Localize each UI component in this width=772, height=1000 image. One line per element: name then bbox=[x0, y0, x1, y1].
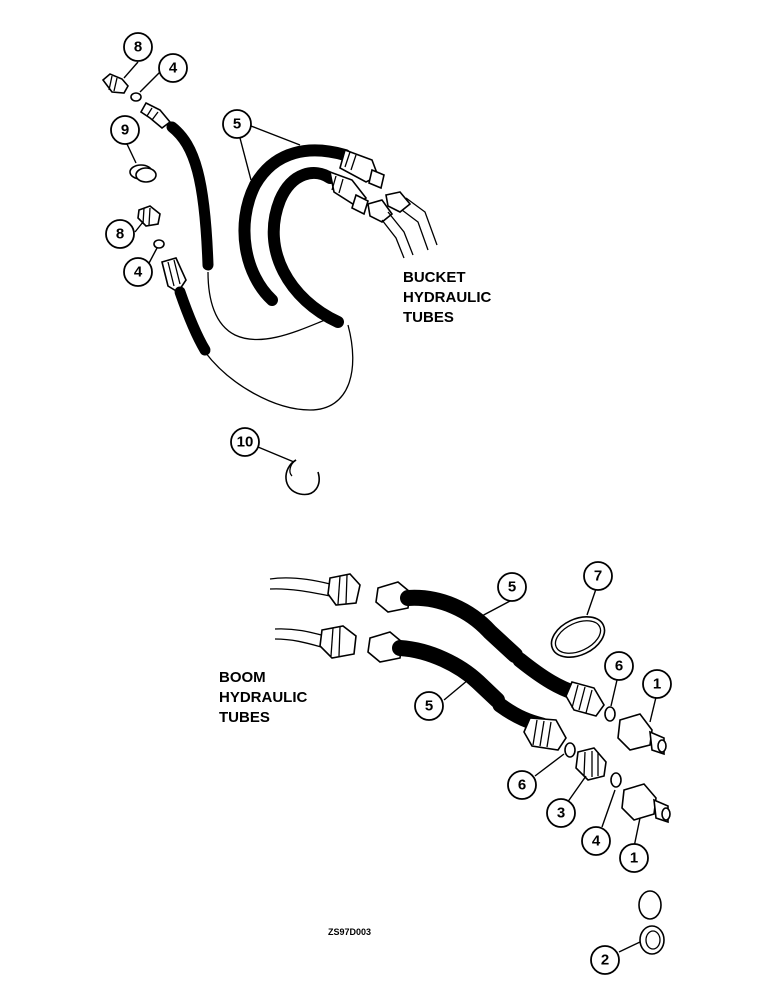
svg-text:HYDRAULIC: HYDRAULIC bbox=[219, 689, 307, 706]
callout-6-upper: 6 bbox=[604, 651, 634, 681]
boom-hose-upper bbox=[375, 581, 605, 717]
callout-7: 7 bbox=[583, 561, 613, 591]
callout-3: 3 bbox=[546, 798, 576, 828]
hose-lower-left bbox=[161, 257, 354, 411]
svg-text:TUBES: TUBES bbox=[219, 709, 270, 726]
drawing-code: ZS97D003 bbox=[328, 927, 371, 937]
hose-bucket-inner bbox=[267, 167, 369, 328]
o-ring-6-upper bbox=[604, 706, 616, 722]
svg-text:9: 9 bbox=[121, 122, 129, 139]
callout-6-lower: 6 bbox=[507, 770, 537, 800]
svg-text:BOOM: BOOM bbox=[219, 669, 266, 686]
svg-text:5: 5 bbox=[508, 579, 516, 596]
svg-text:4: 4 bbox=[592, 833, 601, 850]
bucket-hydraulic-tubes-label: BUCKET HYDRAULIC TUBES bbox=[403, 269, 491, 326]
svg-text:10: 10 bbox=[237, 434, 254, 451]
bucket-tube-upper bbox=[385, 191, 438, 251]
callout-1-upper: 1 bbox=[642, 669, 672, 699]
o-ring-4-upper bbox=[130, 92, 142, 102]
svg-text:6: 6 bbox=[518, 777, 526, 794]
svg-text:TUBES: TUBES bbox=[403, 309, 454, 326]
callout-4-lower: 4 bbox=[123, 257, 153, 287]
adapter-3 bbox=[575, 747, 607, 781]
cap-2 bbox=[638, 890, 665, 955]
hose-bucket-outer bbox=[238, 144, 385, 306]
callout-5-boom-lower: 5 bbox=[414, 691, 444, 721]
callout-8-lower: 8 bbox=[105, 219, 135, 249]
callout-5-boom-upper: 5 bbox=[497, 572, 527, 602]
svg-text:HYDRAULIC: HYDRAULIC bbox=[403, 289, 491, 306]
boom-tube-lower bbox=[274, 625, 357, 659]
o-ring-4-lower bbox=[153, 239, 165, 249]
svg-text:8: 8 bbox=[134, 39, 142, 56]
leader-lines bbox=[123, 61, 658, 953]
svg-text:6: 6 bbox=[615, 658, 623, 675]
svg-text:1: 1 bbox=[653, 676, 661, 693]
svg-text:4: 4 bbox=[169, 60, 178, 77]
callout-8-upper: 8 bbox=[123, 32, 153, 62]
fitting-8-lower bbox=[137, 205, 161, 227]
callout-2: 2 bbox=[590, 945, 620, 975]
svg-text:3: 3 bbox=[557, 805, 565, 822]
svg-text:8: 8 bbox=[116, 226, 124, 243]
fitting-1-upper bbox=[617, 713, 667, 756]
svg-text:5: 5 bbox=[425, 698, 433, 715]
hose-clamp-7 bbox=[550, 616, 606, 658]
callout-5-bucket: 5 bbox=[222, 109, 252, 139]
callout-9: 9 bbox=[110, 115, 140, 145]
boom-hydraulic-tubes-label: BOOM HYDRAULIC TUBES bbox=[219, 669, 307, 726]
svg-text:BUCKET: BUCKET bbox=[403, 269, 466, 286]
fitting-1-lower bbox=[621, 783, 671, 824]
bucket-tube-lower bbox=[367, 199, 414, 259]
callout-4-boom: 4 bbox=[581, 826, 611, 856]
boom-tube-upper bbox=[269, 573, 361, 606]
callout-1-lower: 1 bbox=[619, 843, 649, 873]
svg-text:1: 1 bbox=[630, 850, 638, 867]
svg-text:2: 2 bbox=[601, 952, 609, 969]
callout-4-upper: 4 bbox=[158, 53, 188, 83]
o-ring-6-lower bbox=[564, 742, 576, 758]
o-ring-4-boom bbox=[610, 772, 622, 788]
svg-text:5: 5 bbox=[233, 116, 241, 133]
boom-hose-lower bbox=[367, 631, 567, 751]
svg-text:4: 4 bbox=[134, 264, 143, 281]
svg-text:7: 7 bbox=[594, 568, 602, 585]
snap-ring-10 bbox=[285, 459, 320, 496]
hose-left bbox=[139, 101, 326, 341]
callout-10: 10 bbox=[230, 427, 260, 457]
seal-9 bbox=[129, 164, 157, 183]
fitting-8-upper bbox=[101, 73, 129, 94]
